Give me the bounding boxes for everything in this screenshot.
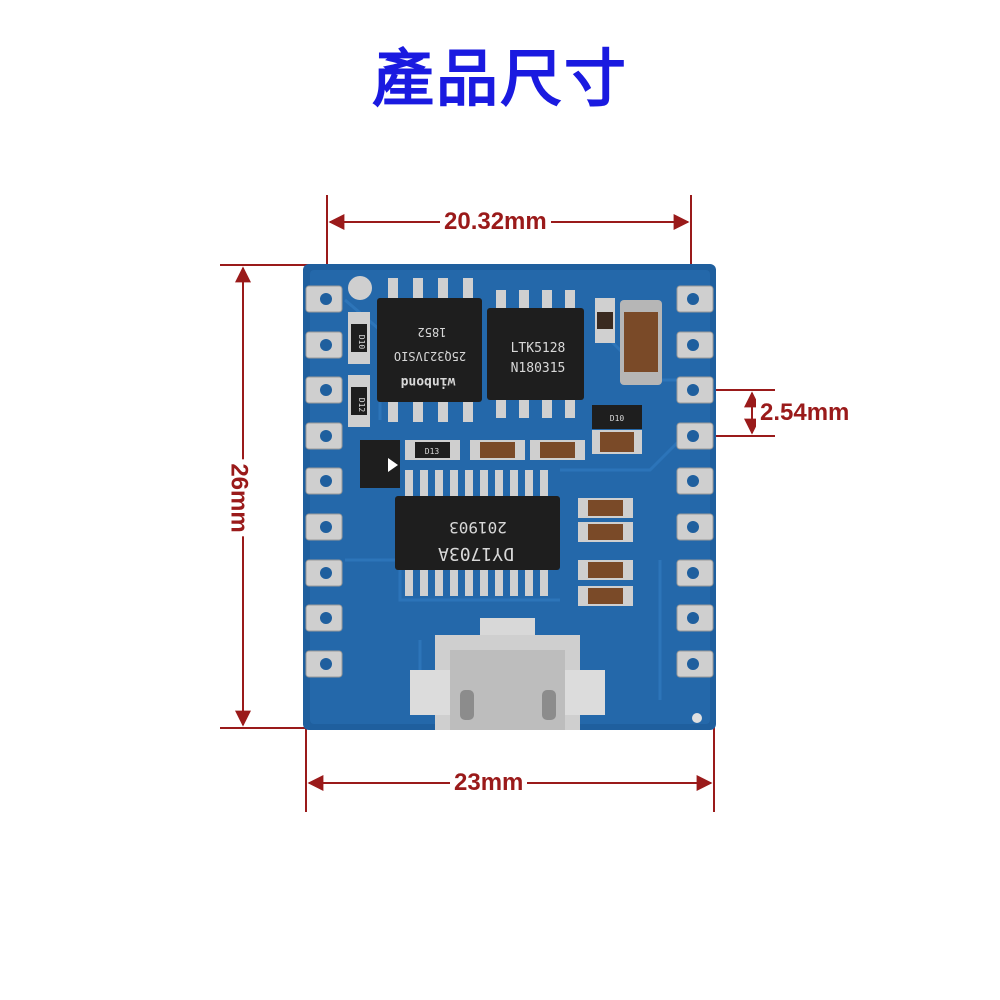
main-chip-line2: DY1703A: [438, 543, 514, 564]
amp-chip-line1: LTK5128: [511, 341, 566, 356]
usb-connector: [410, 618, 605, 730]
flash-chip: [377, 278, 482, 422]
main-chip-line1: 201903: [449, 518, 507, 537]
pitch-label: 2.54mm: [756, 399, 854, 427]
flash-chip-line2: 25Q32JVSIO: [394, 349, 466, 363]
height-label: 26mm: [224, 459, 253, 537]
right-pad-holes: [687, 293, 702, 723]
resistor-row: [405, 440, 585, 460]
amp-chip: [487, 290, 584, 418]
small-label-4: D10: [610, 414, 625, 423]
flash-chip-line3: winbond: [401, 374, 456, 389]
left-pad-holes: [320, 293, 332, 670]
chip-markings: 1852 25Q32JVSIO winbond LTK5128 N180315 …: [357, 325, 624, 564]
flash-chip-line1: 1852: [418, 325, 447, 339]
top-width-label: 20.32mm: [440, 208, 551, 236]
amp-chip-line2: N180315: [511, 361, 566, 376]
small-label-3: D13: [425, 447, 440, 456]
fiducial-mark: [348, 276, 372, 300]
right-resistor-stack: [578, 498, 633, 606]
small-label-1: D10: [357, 335, 366, 350]
small-left-parts: [348, 312, 400, 488]
small-label-2: D12: [357, 398, 366, 413]
passives-top-right: [592, 298, 662, 454]
page-title: 產品尺寸: [371, 42, 628, 115]
bottom-width-label: 23mm: [450, 769, 528, 797]
main-chip: [395, 470, 560, 596]
